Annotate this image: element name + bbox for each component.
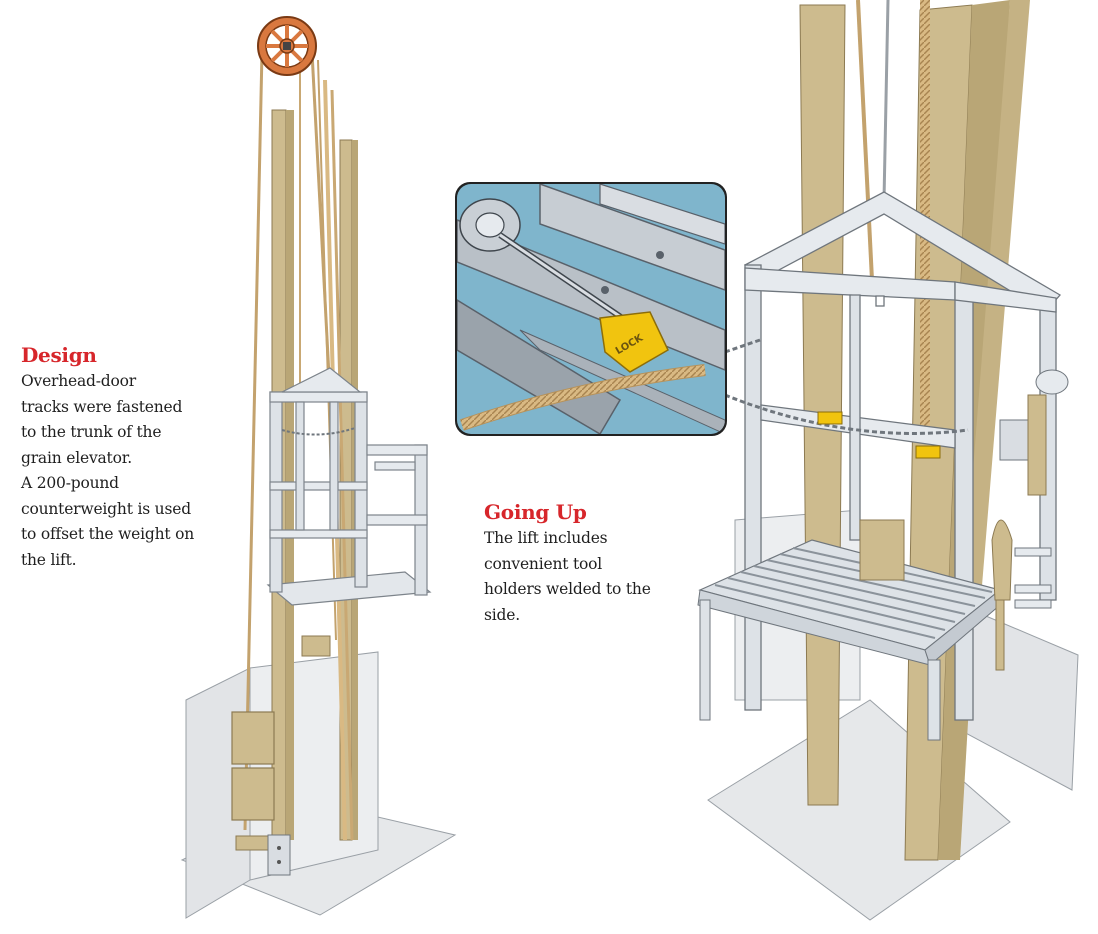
chain bbox=[724, 338, 761, 354]
counterweight bbox=[231, 711, 291, 876]
shovel-icon bbox=[991, 519, 1013, 601]
chain bbox=[724, 393, 969, 435]
lock-icon bbox=[817, 411, 843, 425]
design-cage bbox=[266, 367, 432, 606]
going-up-text: The lift includes convenient tool holder… bbox=[484, 529, 651, 624]
floor-grate bbox=[697, 539, 1002, 741]
design-elevator bbox=[180, 16, 457, 919]
going-up-lift bbox=[697, 0, 1079, 921]
pulley-icon bbox=[257, 16, 317, 76]
trunk-post bbox=[799, 4, 846, 806]
design-text: Overhead-door tracks were fastened to th… bbox=[21, 372, 195, 569]
rope bbox=[882, 0, 890, 201]
going-up-heading: Going Up bbox=[484, 500, 587, 524]
lock-detail-inset: LOCK bbox=[455, 182, 727, 436]
rope bbox=[330, 89, 354, 841]
counterweight bbox=[859, 519, 905, 581]
wall-panel bbox=[959, 604, 1079, 791]
rope bbox=[243, 51, 264, 831]
lock-icon bbox=[915, 445, 941, 459]
trunk-post bbox=[286, 110, 294, 840]
rope bbox=[856, 0, 874, 281]
small-weight bbox=[301, 635, 331, 657]
design-callout: Design Overhead-door tracks were fastene… bbox=[21, 343, 221, 573]
design-heading: Design bbox=[21, 343, 97, 367]
rope bbox=[317, 59, 337, 641]
tool-holders bbox=[991, 369, 1069, 671]
going-up-callout: Going Up The lift includes convenient to… bbox=[484, 500, 684, 628]
